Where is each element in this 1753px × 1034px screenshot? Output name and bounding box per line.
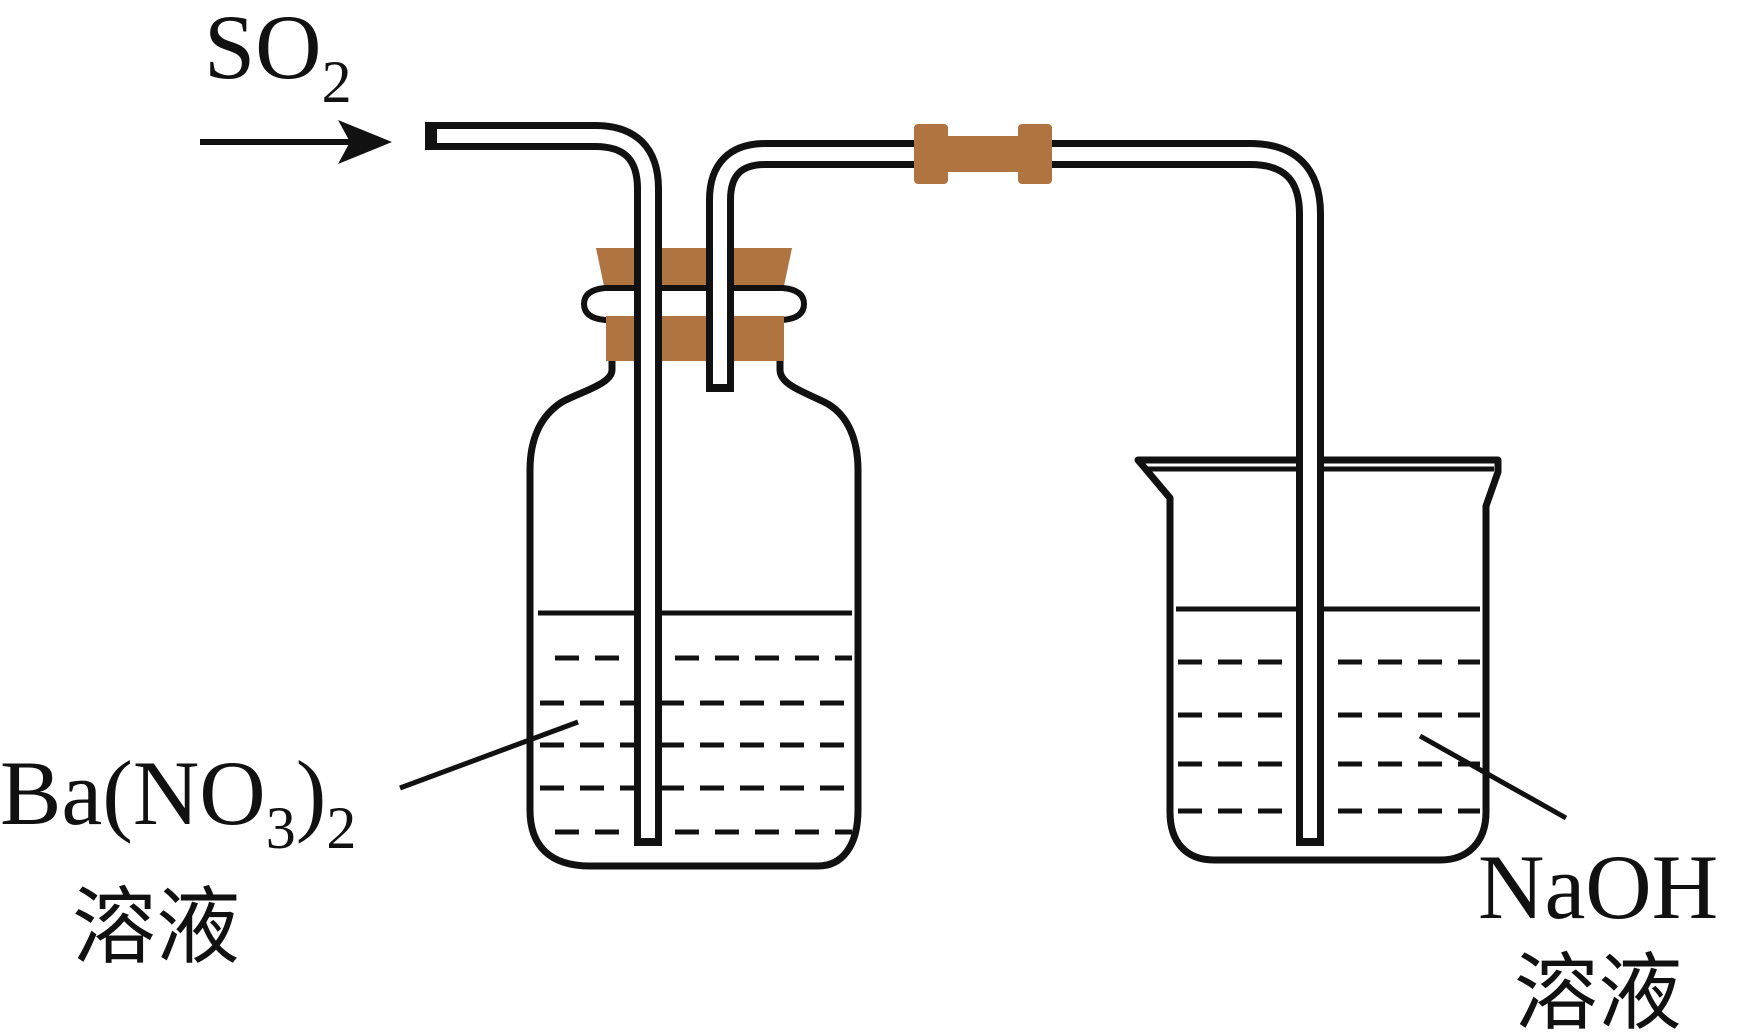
right-leader-line <box>1418 733 1568 821</box>
bottle-solution <box>538 610 852 835</box>
left-solution-formula: Ba(NO3)2 <box>0 742 356 861</box>
beaker <box>1134 456 1502 864</box>
rubber-stopper <box>580 246 808 362</box>
beaker-solution <box>1176 606 1480 814</box>
inlet-tube <box>425 122 662 846</box>
gas-washing-bottle <box>526 358 862 870</box>
gas-inlet-arrow <box>200 120 392 164</box>
right-solution-formula: NaOH <box>1478 836 1718 938</box>
gas-label: SO2 <box>204 0 352 115</box>
left-solution-word: 溶液 <box>72 878 240 976</box>
rubber-connector <box>914 124 1052 184</box>
left-leader-line <box>399 719 579 791</box>
outlet-tube <box>706 140 1324 846</box>
right-solution-word: 溶液 <box>1514 944 1682 1034</box>
